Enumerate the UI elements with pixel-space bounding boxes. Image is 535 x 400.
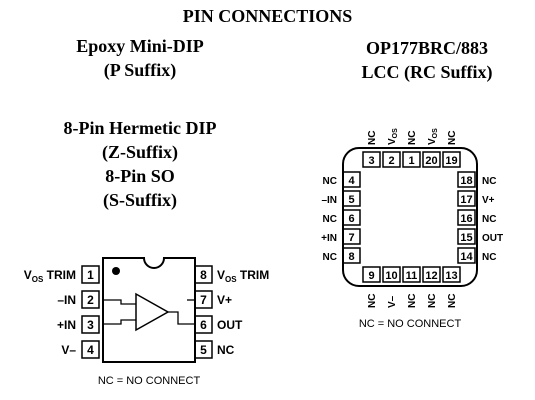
lcc-pin-number: 9 [368, 270, 374, 282]
epoxy-dip-label: Epoxy Mini-DIP [76, 36, 204, 56]
dip-pin-number: 1 [87, 268, 94, 282]
lcc-right-label: NC [482, 214, 496, 225]
lcc-bottom-label: NC [407, 294, 418, 308]
lcc-pin-number: 11 [406, 270, 418, 282]
lcc-pin-number: 20 [425, 155, 437, 167]
pin1-dot [112, 267, 120, 275]
lcc-bottom-label: NC [447, 294, 458, 308]
lcc-pin-number: 5 [348, 194, 354, 206]
dip-pin-number: 7 [200, 293, 207, 307]
dip-pin-label-vos-trim: VOS TRIM [24, 268, 76, 284]
dip-pin-number: 5 [200, 343, 207, 357]
lcc-pin-number: 18 [460, 175, 472, 187]
lcc-right-label: OUT [482, 233, 503, 244]
dip-pin-box [81, 290, 100, 309]
dip-pin-box [81, 315, 100, 334]
lcc-pin-number: 15 [460, 232, 472, 244]
dip-pin-number: 3 [87, 318, 94, 332]
lcc-right-label: V+ [482, 195, 495, 206]
dip-pin-number: 4 [87, 343, 94, 357]
dip-pin-box [194, 265, 213, 284]
inverting-input-wire [103, 299, 136, 305]
so-label: 8-Pin SO [105, 166, 175, 186]
lcc-top-label-nc: NC [367, 131, 378, 145]
dip-pin-label-plus-in: +IN [57, 318, 76, 332]
lcc-pin-number: 14 [460, 251, 473, 263]
lcc-top-label-nc: NC [407, 131, 418, 145]
lcc-right-label: NC [482, 176, 496, 187]
lcc-body [342, 147, 478, 287]
epoxy-dip-suffix: (P Suffix) [103, 60, 177, 80]
dip-pin-label-vos-trim: VOS TRIM [217, 268, 269, 284]
lcc-top-label-vos: VOS [427, 128, 439, 145]
lcc-pin-number: 8 [348, 251, 354, 263]
output-wire [168, 311, 195, 325]
dip-pin-label-v-plus: V+ [217, 293, 232, 307]
lcc-suffix: LCC (RC Suffix) [361, 62, 493, 82]
lcc-bottom-label: NC [427, 294, 438, 308]
dip-pin-box [194, 340, 213, 359]
lcc-pin-number: 3 [368, 155, 374, 167]
lcc-left-label: NC [323, 176, 337, 187]
so-suffix: (S-Suffix) [102, 190, 177, 210]
lcc-left-label: NC [323, 252, 337, 263]
dip-pin-number: 8 [200, 268, 207, 282]
hermetic-dip-label: 8-Pin Hermetic DIP [63, 118, 217, 138]
noninverting-input-wire [103, 319, 136, 325]
lcc-bottom-label: NC [367, 294, 378, 308]
lcc-pin-number: 13 [445, 270, 457, 282]
op-amp-triangle [135, 292, 170, 332]
lcc-left-label: NC [323, 214, 337, 225]
dip-pin-number: 6 [200, 318, 207, 332]
lcc-pin-number: 16 [460, 213, 472, 225]
page-title: PIN CONNECTIONS [182, 6, 353, 26]
lcc-left-label: +IN [321, 233, 337, 244]
dip-body [102, 257, 196, 363]
dip-pin-box [81, 265, 100, 284]
lcc-pin-number: 12 [425, 270, 437, 282]
lcc-pin-number: 2 [388, 155, 394, 167]
lcc-part-number: OP177BRC/883 [365, 38, 488, 58]
dip-pin-label-v-minus: V– [61, 343, 76, 357]
lcc-nc-note: NC = NO CONNECT [359, 318, 462, 330]
lcc-pin-number: 7 [348, 232, 354, 244]
dip-pin-box [81, 340, 100, 359]
lcc-pin-number: 19 [445, 155, 457, 167]
lcc-top-label-vos: VOS [387, 128, 399, 145]
dip-pin-label-out: OUT [217, 318, 243, 332]
lcc-top-label-nc: NC [447, 131, 458, 145]
lcc-pin-number: 6 [348, 213, 354, 225]
dip-nc-note: NC = NO CONNECT [98, 375, 201, 387]
dip-pin-label-nc: NC [217, 343, 235, 357]
dip-pin-label-minus-in: –IN [57, 293, 76, 307]
dip-pin-number: 2 [87, 293, 94, 307]
dip-package: 1 2 3 4 8 7 6 5 VOS TRIM –IN +IN V– VOS … [24, 257, 269, 387]
lcc-pin-number: 10 [385, 270, 397, 282]
lcc-right-label: NC [482, 252, 496, 263]
lcc-pin-number: 17 [460, 194, 472, 206]
lcc-bottom-label: V– [387, 295, 398, 308]
lcc-pin-number: 1 [408, 155, 414, 167]
lcc-package: 3 2 1 20 19 NC VOS NC VOS NC 4 5 6 7 8 N… [321, 128, 503, 330]
hermetic-dip-suffix: (Z-Suffix) [102, 142, 178, 162]
lcc-left-label: –IN [321, 195, 337, 206]
lcc-pin-number: 4 [348, 175, 355, 187]
